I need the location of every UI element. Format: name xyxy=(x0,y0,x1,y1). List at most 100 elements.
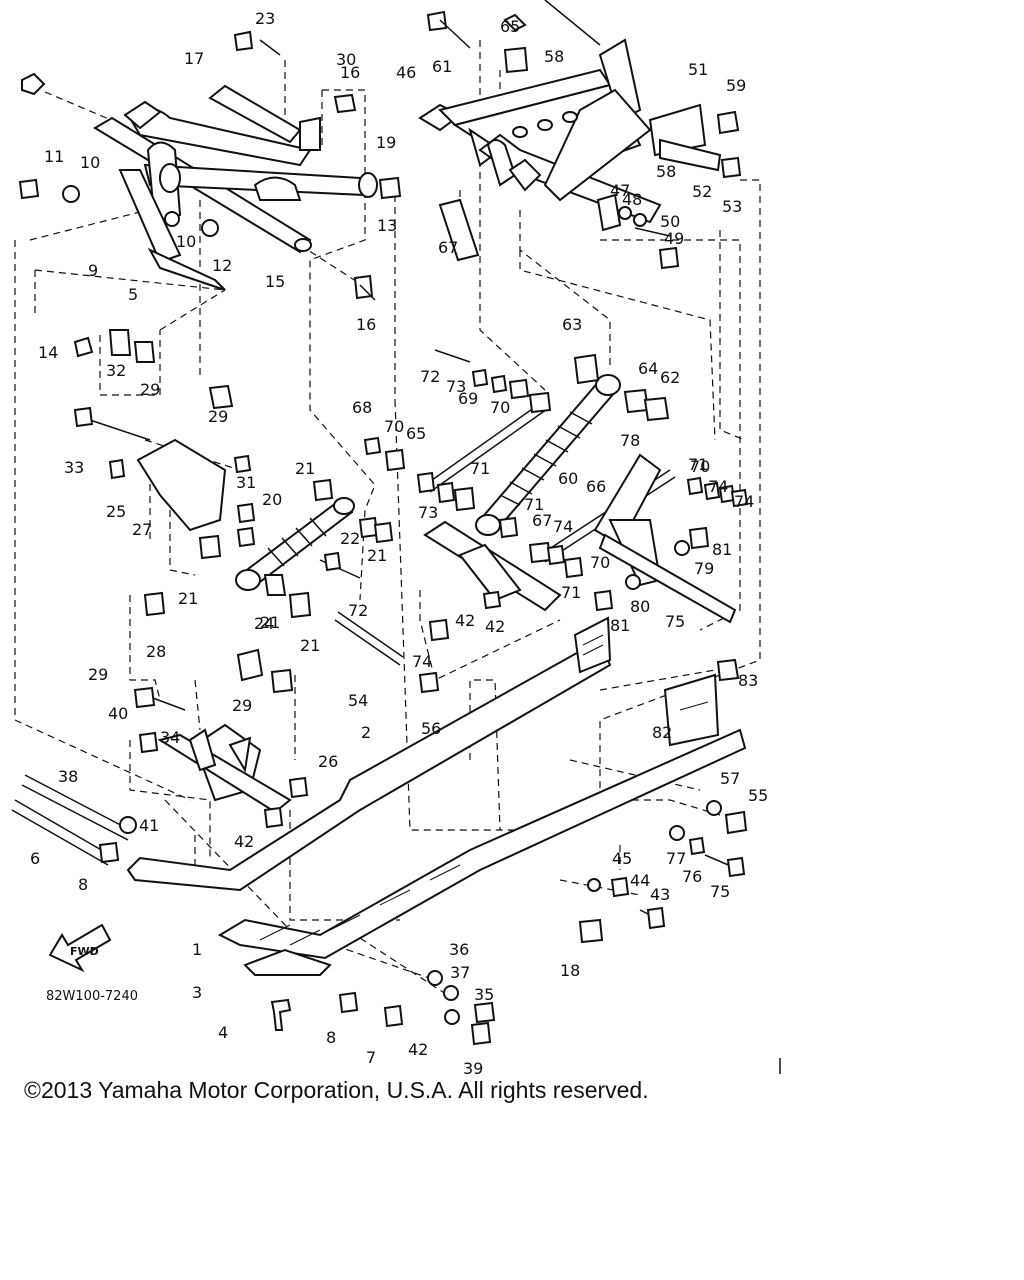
callout-7: 7 xyxy=(366,1048,376,1067)
callout-69: 69 xyxy=(458,389,478,408)
callout-82: 82 xyxy=(652,723,672,742)
callout-14: 14 xyxy=(38,343,58,362)
callout-30: 30 xyxy=(336,50,356,69)
callout-4: 4 xyxy=(218,1023,228,1042)
callout-25: 25 xyxy=(106,502,126,521)
callout-71: 71 xyxy=(561,583,581,602)
callout-74: 74 xyxy=(412,652,432,671)
callout-58: 58 xyxy=(544,47,564,66)
callout-65: 65 xyxy=(500,17,520,36)
callout-21: 21 xyxy=(295,459,315,478)
callout-29: 29 xyxy=(88,665,108,684)
callout-45: 45 xyxy=(612,849,632,868)
callout-26: 26 xyxy=(318,752,338,771)
callout-42: 42 xyxy=(485,617,505,636)
rear-shock-absorber xyxy=(475,353,670,536)
callout-33: 33 xyxy=(64,458,84,477)
callout-68: 68 xyxy=(352,398,372,417)
callout-71: 71 xyxy=(688,455,708,474)
callout-9: 9 xyxy=(88,261,98,280)
copyright-notice: ©2013 Yamaha Motor Corporation, U.S.A. A… xyxy=(24,1077,649,1103)
callout-42: 42 xyxy=(408,1040,428,1059)
callout-40: 40 xyxy=(108,704,128,723)
callout-79: 79 xyxy=(694,559,714,578)
callout-6: 6 xyxy=(30,849,40,868)
callout-31: 31 xyxy=(236,473,256,492)
callout-63: 63 xyxy=(562,315,582,334)
callout-10: 10 xyxy=(80,153,100,172)
rear-arm-assembly xyxy=(418,10,742,270)
callout-15: 15 xyxy=(265,272,285,291)
callout-39: 39 xyxy=(463,1059,483,1078)
callout-10: 10 xyxy=(176,232,196,251)
callout-23: 23 xyxy=(255,9,275,28)
callout-35: 35 xyxy=(474,985,494,1004)
callout-34: 34 xyxy=(160,728,180,747)
callout-66: 66 xyxy=(586,477,606,496)
callout-21: 21 xyxy=(367,546,387,565)
callout-13: 13 xyxy=(377,216,397,235)
callout-43: 43 xyxy=(650,885,670,904)
callout-60: 60 xyxy=(558,469,578,488)
callout-41: 41 xyxy=(139,816,159,835)
callout-75: 75 xyxy=(665,612,685,631)
callout-27: 27 xyxy=(132,520,152,539)
callout-29: 29 xyxy=(140,380,160,399)
front-swing-arm xyxy=(93,84,378,291)
callout-21: 21 xyxy=(260,613,280,632)
callout-74: 74 xyxy=(553,517,573,536)
callout-81: 81 xyxy=(610,616,630,635)
callout-77: 77 xyxy=(666,849,686,868)
diagram-code: 82W100-7240 xyxy=(46,989,138,1004)
callout-75: 75 xyxy=(710,882,730,901)
callout-19: 19 xyxy=(376,133,396,152)
callout-73: 73 xyxy=(446,377,466,396)
callout-70: 70 xyxy=(384,417,404,436)
callout-16: 16 xyxy=(356,315,376,334)
callout-29: 29 xyxy=(232,696,252,715)
callout-71: 71 xyxy=(470,459,490,478)
callout-28: 28 xyxy=(146,642,166,661)
callout-21: 21 xyxy=(178,589,198,608)
callout-61: 61 xyxy=(432,57,452,76)
callout-2: 2 xyxy=(361,723,371,742)
callout-42: 42 xyxy=(234,832,254,851)
callout-64: 64 xyxy=(638,359,658,378)
callout-12: 12 xyxy=(212,256,232,275)
callout-53: 53 xyxy=(722,197,742,216)
callout-29: 29 xyxy=(208,407,228,426)
callout-73: 73 xyxy=(418,503,438,522)
callout-80: 80 xyxy=(630,597,650,616)
callout-74: 74 xyxy=(708,477,728,496)
callout-58: 58 xyxy=(656,162,676,181)
hardware-upper-left xyxy=(18,30,402,410)
callout-18: 18 xyxy=(560,961,580,980)
callout-38: 38 xyxy=(58,767,78,786)
center-bracket xyxy=(136,438,737,814)
callout-52: 52 xyxy=(692,182,712,201)
callout-labels: 1234567889101011121314151616171819202121… xyxy=(30,9,768,1078)
callout-46: 46 xyxy=(396,63,416,82)
callout-42: 42 xyxy=(455,611,475,630)
callout-76: 76 xyxy=(682,867,702,886)
callout-74: 74 xyxy=(734,492,754,511)
callout-36: 36 xyxy=(449,940,469,959)
callout-47: 47 xyxy=(610,181,630,200)
callout-59: 59 xyxy=(726,76,746,95)
callout-65: 65 xyxy=(406,424,426,443)
callout-20: 20 xyxy=(262,490,282,509)
callout-17: 17 xyxy=(184,49,204,68)
callout-78: 78 xyxy=(620,431,640,450)
callout-8: 8 xyxy=(326,1028,336,1047)
slide-rail-left xyxy=(126,616,747,976)
callout-71: 71 xyxy=(524,495,544,514)
callout-56: 56 xyxy=(421,719,441,738)
callout-67: 67 xyxy=(438,238,458,257)
callout-70: 70 xyxy=(490,398,510,417)
callout-37: 37 xyxy=(450,963,470,982)
callout-49: 49 xyxy=(664,229,684,248)
callout-70: 70 xyxy=(690,457,710,476)
suspension-exploded-diagram: FWD 82W100-7240 123456788910101112131415… xyxy=(11,0,781,1078)
callout-67: 67 xyxy=(532,511,552,530)
callout-32: 32 xyxy=(106,361,126,380)
